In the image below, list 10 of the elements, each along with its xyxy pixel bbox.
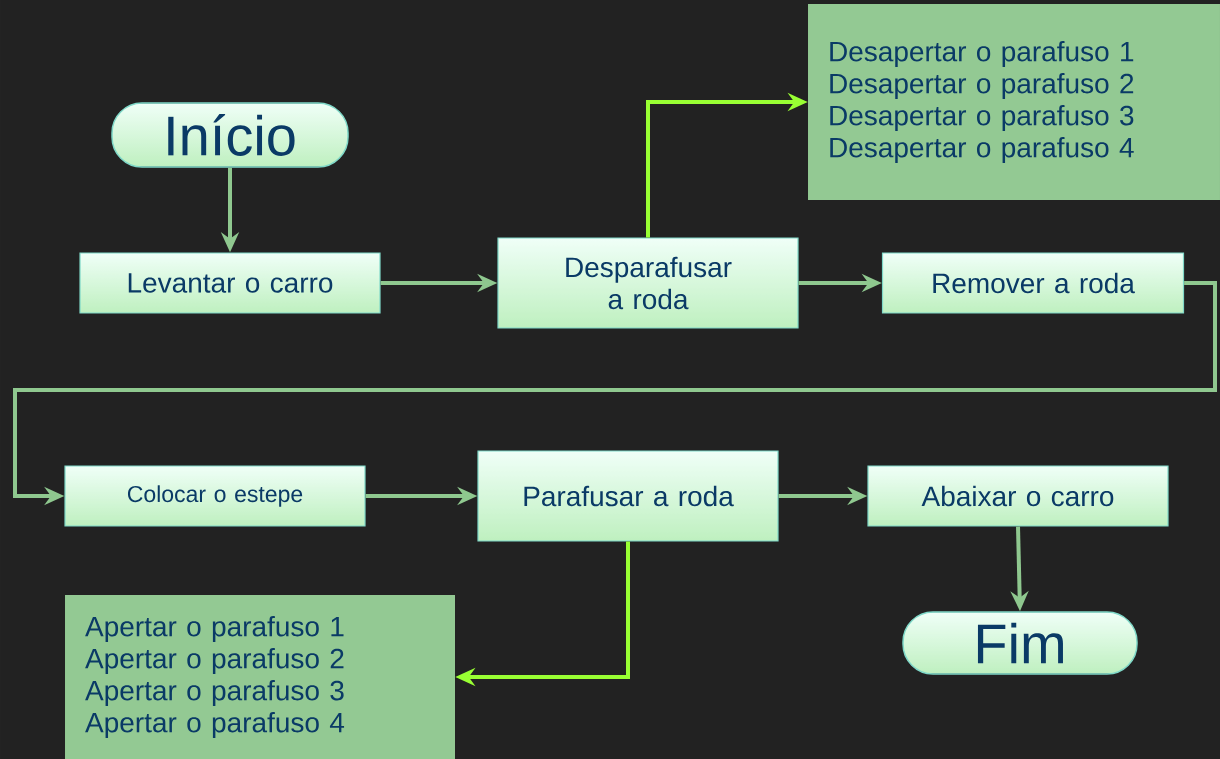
process-box: Levantar o carro [79,252,381,314]
step-list-box: Apertar o parafuso 1 Apertar o parafuso 2 Apertar o parafuso 3 Apertar o parafuso 4 [65,595,455,759]
process-box: Parafusar a roda [477,450,779,542]
process-box: Colocar o estepe [64,465,366,527]
process-box: Remover a roda [881,252,1185,314]
terminal-pill: Fim [902,611,1138,675]
terminal-pill: Início [111,102,349,168]
process-box: Abaixar o carro [867,465,1169,527]
step-list-box: Desapertar o parafuso 1 Desapertar o parafuso 2 Desapertar o parafuso 3 Desapertar o parafuso 4 [808,4,1220,200]
process-box: Desparafusar a roda [497,237,799,329]
